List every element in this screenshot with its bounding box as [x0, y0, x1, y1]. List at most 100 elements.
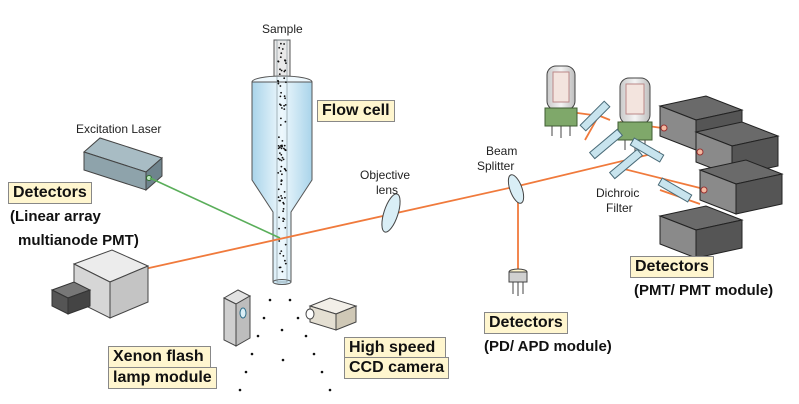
trail-dot	[312, 352, 316, 356]
particle	[280, 52, 283, 55]
beam-splitter-label-2: Splitter	[477, 159, 515, 173]
beam-splitter-label: Beam	[486, 144, 518, 158]
sample-label: Sample	[262, 22, 303, 36]
trail-dot	[280, 328, 284, 332]
detectors-left-subtitle-2: multianode PMT)	[18, 232, 139, 249]
particle	[279, 146, 281, 149]
particle	[284, 226, 287, 229]
particle	[277, 157, 280, 160]
particle	[280, 165, 283, 168]
particle	[277, 60, 280, 63]
particle	[279, 68, 281, 71]
particle	[282, 220, 285, 223]
particle	[278, 73, 281, 75]
particle	[277, 79, 279, 82]
dichroic-filters	[579, 100, 693, 203]
particle	[280, 147, 283, 150]
particle	[283, 144, 286, 147]
trail-dot	[288, 298, 292, 302]
particle	[282, 255, 285, 257]
particle	[277, 172, 280, 174]
trail-dot	[256, 334, 260, 338]
particle	[284, 120, 287, 123]
particle	[280, 250, 283, 253]
trail-dot	[281, 358, 285, 362]
particle	[280, 153, 283, 156]
particle	[281, 156, 284, 159]
particle	[280, 183, 283, 186]
flow-cell-label: Flow cell	[317, 100, 395, 122]
particle	[284, 243, 287, 246]
beam-splitter	[507, 174, 525, 204]
particle	[284, 59, 286, 62]
xenon-flash-lamp-module	[222, 289, 252, 347]
excitation-laser-label: Excitation Laser	[76, 122, 162, 136]
particle	[279, 124, 282, 126]
trail-dot	[238, 388, 242, 392]
particle	[281, 197, 283, 200]
pmt-tube-2	[617, 77, 653, 152]
particle	[281, 173, 283, 176]
particle	[285, 169, 287, 172]
trail-dot	[304, 334, 308, 338]
particle	[281, 140, 284, 142]
particle	[283, 77, 286, 80]
particle	[285, 81, 287, 84]
particle	[282, 210, 284, 213]
particle	[283, 147, 285, 150]
particle	[284, 196, 286, 199]
trail-dot	[250, 352, 254, 356]
particle	[279, 158, 281, 161]
trail-dot	[320, 370, 324, 374]
detectors-pmt-subtitle: (PMT/ PMT module)	[634, 282, 774, 299]
particle	[279, 252, 281, 255]
pmt-module-3	[698, 159, 784, 215]
particle	[283, 108, 286, 110]
particle	[280, 42, 282, 45]
detectors-left-subtitle: (Linear array	[10, 208, 101, 225]
particle	[277, 145, 280, 147]
particle	[280, 91, 282, 94]
particle	[281, 107, 283, 109]
particle	[283, 104, 285, 107]
particle	[283, 43, 285, 45]
particle	[277, 196, 280, 199]
particle	[282, 208, 285, 210]
particle	[279, 152, 281, 155]
sample-particles	[277, 42, 287, 273]
particle	[278, 216, 280, 219]
particle	[281, 270, 284, 273]
particle	[280, 117, 282, 120]
trail-dot	[328, 388, 332, 392]
particle	[278, 46, 281, 49]
particle	[285, 62, 287, 64]
excitation-laser	[83, 137, 163, 192]
pmt-module-2	[694, 121, 780, 177]
objective-lens-label: Objective	[360, 168, 411, 182]
detectors-pd-subtitle: (PD/ APD module)	[484, 338, 612, 355]
particle	[279, 170, 282, 173]
particle	[279, 56, 282, 58]
particle	[277, 188, 280, 191]
particle	[279, 266, 282, 269]
particle	[283, 95, 286, 98]
particle	[284, 69, 287, 72]
pmt-tube-1	[544, 65, 578, 138]
trail-dot	[268, 298, 272, 302]
trail-dot	[244, 370, 248, 374]
particle	[280, 104, 282, 107]
particle	[280, 195, 282, 197]
objective-lens	[381, 193, 401, 233]
ccd-camera-label-2: CCD camera	[344, 357, 450, 379]
ccd-camera	[305, 297, 358, 331]
particle	[284, 262, 287, 265]
pmt-module-4	[658, 205, 744, 259]
particle	[278, 136, 280, 139]
dichroic-filter-label-2: Filter	[606, 201, 633, 215]
pd-apd-detector	[508, 268, 528, 296]
particle	[284, 259, 286, 262]
dichroic-filter-label: Dichroic	[596, 186, 640, 200]
detectors-left-label: Detectors	[8, 182, 92, 204]
xenon-flash-label: Xenon flash	[108, 346, 211, 368]
